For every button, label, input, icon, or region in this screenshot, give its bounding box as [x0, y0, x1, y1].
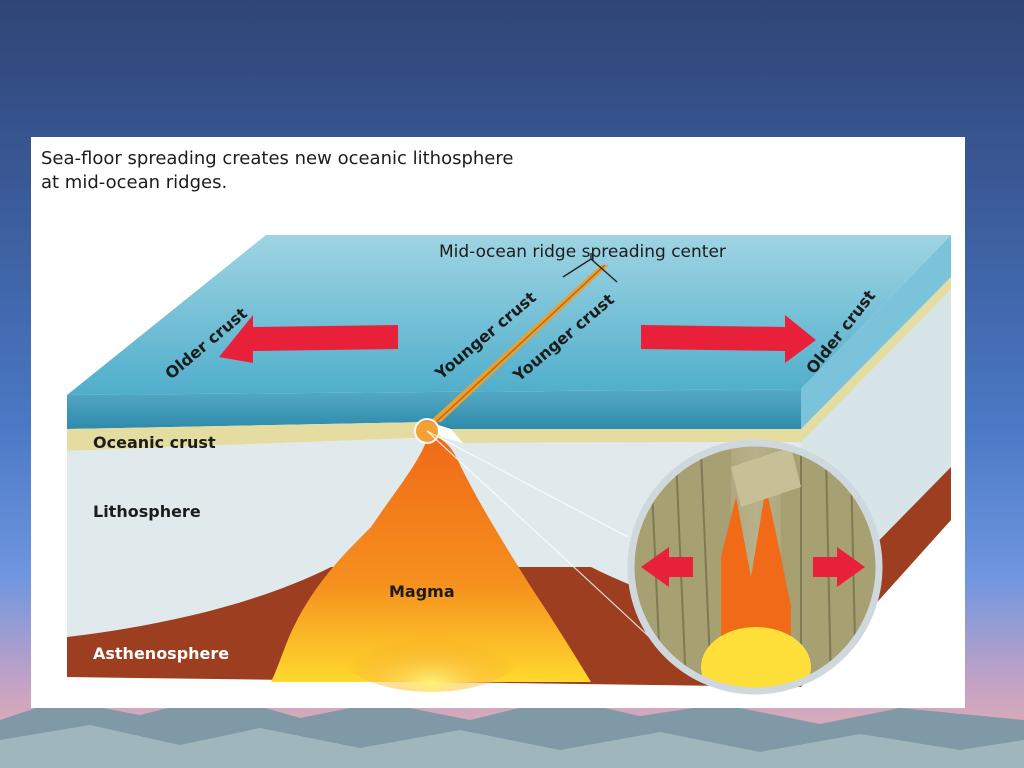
arrow-left-icon	[219, 315, 398, 363]
asthenosphere-label: Asthenosphere	[93, 644, 229, 663]
oceanic-crust-label: Oceanic crust	[93, 433, 216, 452]
magma-plume	[271, 437, 591, 682]
lithosphere-label: Lithosphere	[93, 502, 201, 521]
caption-line-1: Sea-floor spreading creates new oceanic …	[41, 148, 514, 169]
ocean-surface	[67, 235, 951, 395]
caption-line-2: at mid-ocean ridges.	[41, 172, 228, 193]
ocean-front	[67, 389, 801, 429]
magma-label: Magma	[389, 582, 455, 601]
diagram-caption: Sea-floor spreading creates new oceanic …	[41, 147, 561, 195]
magma-core	[336, 602, 526, 692]
arrow-right-icon	[641, 315, 816, 363]
inset-arrow-right-icon	[813, 547, 865, 587]
ocean-side	[801, 235, 951, 429]
ridge-label: Mid-ocean ridge spreading center	[439, 242, 726, 262]
diagram-panel: Sea-floor spreading creates new oceanic …	[31, 137, 965, 708]
sea-floor-spreading-diagram: Mid-ocean ridge spreading center Older c…	[67, 235, 951, 695]
ridge-crack	[429, 265, 609, 422]
inset-arrow-left-icon	[641, 547, 693, 587]
background-mountains	[0, 695, 1024, 768]
block-side-crust	[801, 277, 951, 442]
oceanic-crust-band-right	[451, 429, 801, 443]
oceanic-crust-band	[67, 422, 441, 451]
ridge-label-bracket	[562, 253, 618, 283]
